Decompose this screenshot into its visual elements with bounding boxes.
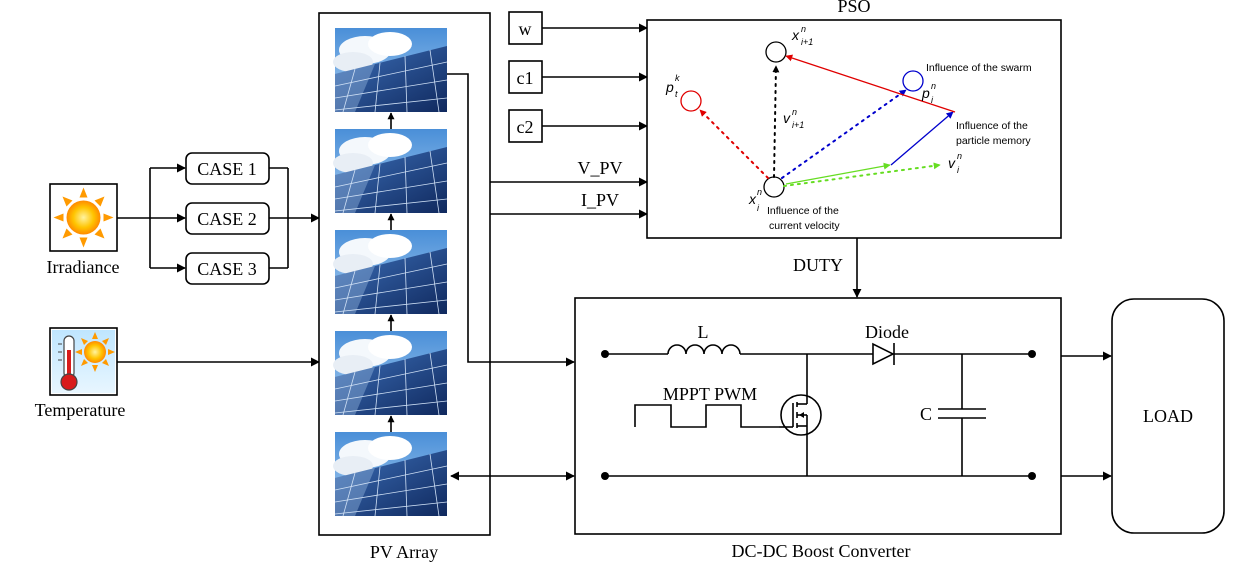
global-best-vector xyxy=(699,109,769,179)
velocity-annotation-line1: Influence of the xyxy=(767,205,839,217)
temperature-label: Temperature xyxy=(35,400,126,420)
input-terminal-neg xyxy=(601,472,609,480)
case-boxes: CASE 1 CASE 2 CASE 3 xyxy=(117,152,320,285)
svg-text:x: x xyxy=(748,191,757,207)
inductor-label: L xyxy=(698,322,709,342)
global-best-particle xyxy=(680,90,702,112)
svg-text:i: i xyxy=(957,165,960,175)
vpv-label: V_PV xyxy=(577,158,622,178)
capacitor-label: C xyxy=(920,404,932,424)
svg-text:n: n xyxy=(957,151,962,161)
next-position-particle xyxy=(765,41,787,63)
converter-label: DC-DC Boost Converter xyxy=(732,541,911,561)
v-cur-symbol: v n i xyxy=(948,151,962,175)
case-3-label: CASE 3 xyxy=(197,259,257,279)
c2-box xyxy=(508,109,543,143)
p-global-symbol: p k t xyxy=(665,73,680,99)
temperature-icon xyxy=(49,327,118,396)
svg-text:k: k xyxy=(675,73,680,83)
svg-text:i: i xyxy=(931,95,934,105)
swarm-component xyxy=(785,54,956,113)
duty-label: DUTY xyxy=(793,255,843,275)
pwm-label: MPPT PWM xyxy=(663,384,757,404)
velocity-vector xyxy=(772,65,780,178)
pv-panel-1 xyxy=(332,27,448,113)
pv-panel-5 xyxy=(332,431,448,517)
output-terminal-pos xyxy=(1028,350,1036,358)
output-terminal-neg xyxy=(1028,472,1036,480)
capacitor-symbol xyxy=(938,354,986,476)
memory-component xyxy=(890,111,954,166)
pv-array xyxy=(318,12,491,536)
pso-block: PSO x n i+1 v n i+1 p k t p xyxy=(646,0,1062,239)
personal-best-particle xyxy=(902,70,924,92)
irradiance-icon xyxy=(49,183,118,252)
mosfet-symbol xyxy=(779,354,822,476)
swarm-annotation: Influence of the swarm xyxy=(926,62,1032,74)
case-2-label: CASE 2 xyxy=(197,209,257,229)
irradiance-label: Irradiance xyxy=(47,257,120,277)
svg-text:i+1: i+1 xyxy=(792,120,804,130)
pv-panel-3 xyxy=(332,229,448,315)
memory-annotation-line2: particle memory xyxy=(956,135,1031,147)
load-block xyxy=(1111,298,1225,534)
svg-text:v: v xyxy=(783,110,791,126)
pv-panel-2 xyxy=(332,128,448,214)
svg-text:x: x xyxy=(791,27,800,43)
pv-panel-4 xyxy=(332,330,448,416)
current-velocity-vector xyxy=(783,162,941,187)
inductor-symbol xyxy=(667,344,741,355)
pso-title: PSO xyxy=(837,0,870,16)
svg-text:n: n xyxy=(931,81,936,91)
boost-converter: L Diode C MPPT PWM xyxy=(574,297,1062,535)
svg-text:t: t xyxy=(675,89,678,99)
svg-text:p: p xyxy=(921,85,930,101)
diode-label: Diode xyxy=(865,322,909,342)
pso-params: w c1 c2 xyxy=(508,11,648,143)
ipv-label: I_PV xyxy=(581,190,619,210)
svg-text:n: n xyxy=(757,187,762,197)
c1-label: c1 xyxy=(517,68,534,88)
x-next-symbol: x n i+1 xyxy=(791,24,813,47)
svg-text:p: p xyxy=(665,79,674,95)
case-1-label: CASE 1 xyxy=(197,159,257,179)
pv-output-line xyxy=(447,73,575,367)
w-label: w xyxy=(519,19,532,39)
velocity-annotation-line2: current velocity xyxy=(769,220,840,232)
x-cur-symbol: x n i xyxy=(748,187,762,213)
v-next-symbol: v n i+1 xyxy=(783,107,804,130)
pwm-waveform xyxy=(634,404,779,428)
velocity-component xyxy=(785,162,891,185)
personal-best-vector xyxy=(781,89,907,179)
svg-text:i+1: i+1 xyxy=(801,37,813,47)
svg-text:v: v xyxy=(948,155,956,171)
p-best-symbol: p n i xyxy=(921,81,936,105)
svg-text:n: n xyxy=(801,24,806,34)
input-terminal-pos xyxy=(601,350,609,358)
c2-label: c2 xyxy=(517,117,534,137)
memory-annotation-line1: Influence of the xyxy=(956,120,1028,132)
c1-box xyxy=(508,60,543,94)
svg-text:i: i xyxy=(757,203,760,213)
load-label: LOAD xyxy=(1143,406,1193,426)
current-particle xyxy=(763,176,785,198)
pv-array-label: PV Array xyxy=(370,542,438,562)
svg-text:n: n xyxy=(792,107,797,117)
